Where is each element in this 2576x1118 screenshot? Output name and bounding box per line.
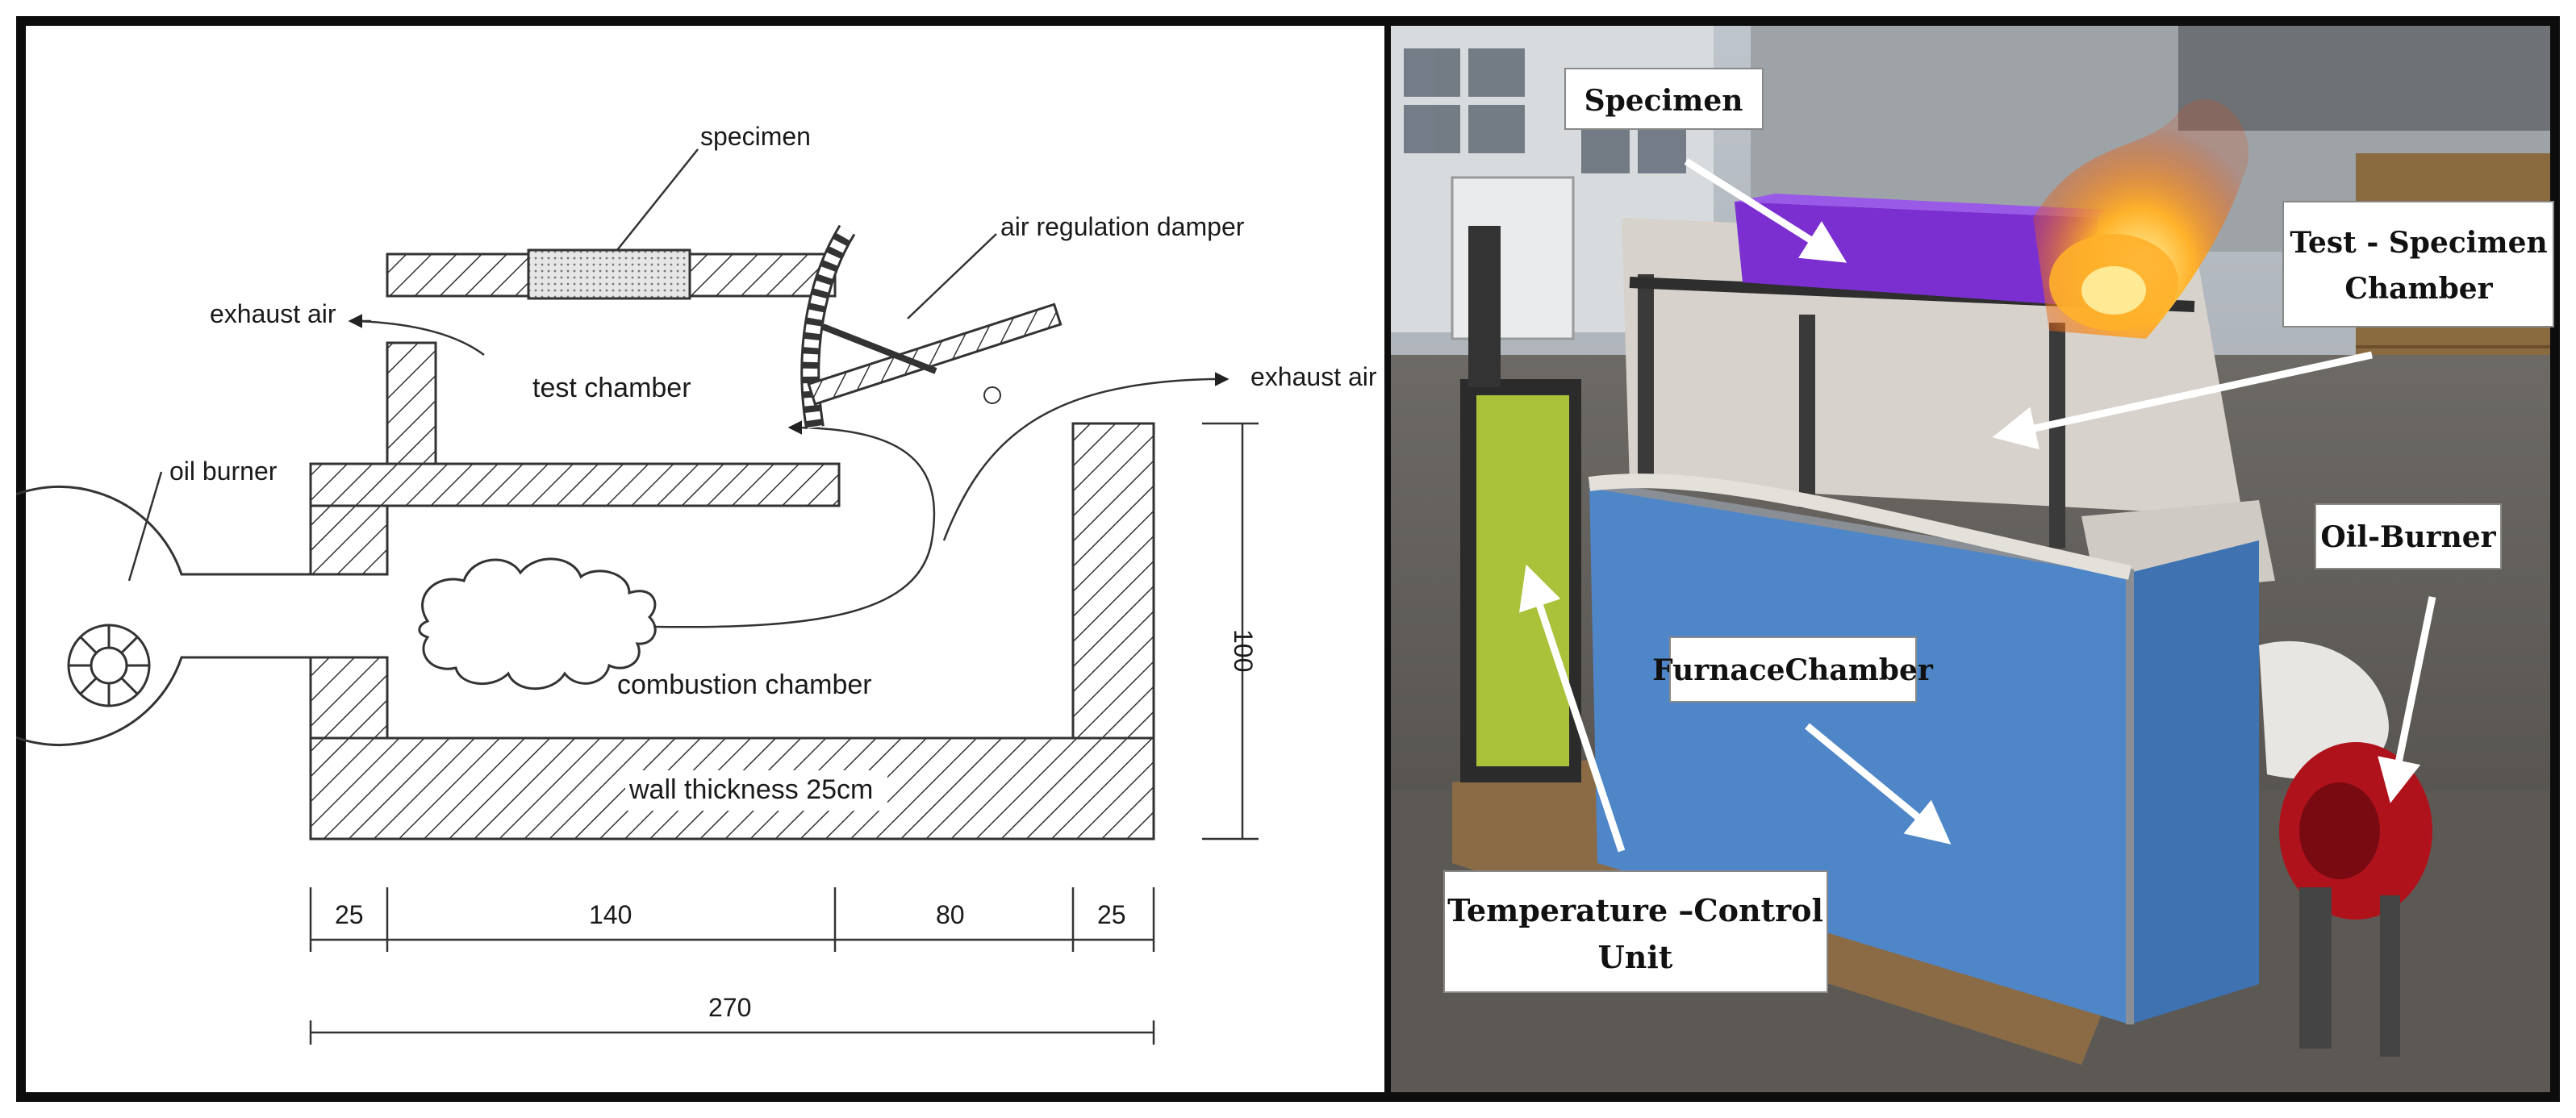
furnace-photo: Specimen Test - Specimen Chamber Oil-Bur… [1391, 26, 2554, 1092]
arrow-test-chamber [1992, 351, 2373, 450]
flow-to-test-chamber [653, 420, 936, 628]
flow-exhaust-right [942, 372, 1230, 541]
svg-text:Unit: Unit [1598, 939, 1673, 975]
specimen-block [527, 248, 691, 300]
middle-slab [309, 462, 841, 507]
dim-25-left: 25 [335, 900, 364, 929]
callout-temperature-control-unit: Temperature –Control Unit [1443, 870, 1828, 993]
label-wall-thickness: wall thickness 25cm [628, 774, 873, 805]
flow-exhaust-left [354, 319, 485, 357]
chamber-post [386, 341, 437, 465]
svg-text:Specimen: Specimen [1584, 84, 1743, 118]
svg-text:Chamber: Chamber [2344, 272, 2493, 306]
dim-80: 80 [936, 900, 965, 929]
label-combustion-chamber: combustion chamber [617, 670, 872, 700]
callout-furnace-chamber: FurnaceChamber [1652, 636, 1934, 703]
callout-specimen: Specimen [1564, 68, 1764, 130]
label-exhaust-air-right: exhaust air [1250, 362, 1377, 391]
oil-burner-icon [16, 486, 311, 746]
flame-icon [418, 557, 657, 690]
furnace-schematic: specimen air regulation damper exhaust a… [16, 122, 1377, 1045]
air-damper [800, 224, 1063, 429]
label-exhaust-air-left: exhaust air [210, 299, 336, 328]
svg-text:Temperature –Control: Temperature –Control [1447, 892, 1823, 928]
svg-text:Oil-Burner: Oil-Burner [2320, 520, 2496, 554]
svg-text:Test - Specimen: Test - Specimen [2290, 226, 2547, 260]
label-test-chamber: test chamber [532, 373, 691, 403]
arrow-oil-burner [2378, 596, 2436, 803]
callout-oil-burner: Oil-Burner [2315, 503, 2502, 569]
left-wall-upper [309, 504, 389, 576]
dim-270: 270 [708, 993, 751, 1022]
dim-140: 140 [589, 900, 632, 929]
label-specimen: specimen [700, 122, 811, 151]
dim-100: 100 [1229, 629, 1258, 672]
arrow-furnace-chamber [1805, 723, 1952, 845]
left-wall-lower [309, 656, 389, 740]
callout-test-specimen-chamber: Test - Specimen Chamber [2282, 201, 2554, 327]
figure-frame: specimen air regulation damper exhaust a… [16, 16, 2560, 1102]
svg-text:FurnaceChamber: FurnaceChamber [1652, 653, 1934, 687]
label-oil-burner: oil burner [169, 457, 278, 486]
arrow-temperature-control [1519, 564, 1626, 853]
right-wall [1071, 422, 1155, 740]
arrow-specimen [1684, 158, 1847, 263]
dim-25-right: 25 [1097, 900, 1126, 929]
label-air-damper: air regulation damper [1000, 212, 1245, 241]
